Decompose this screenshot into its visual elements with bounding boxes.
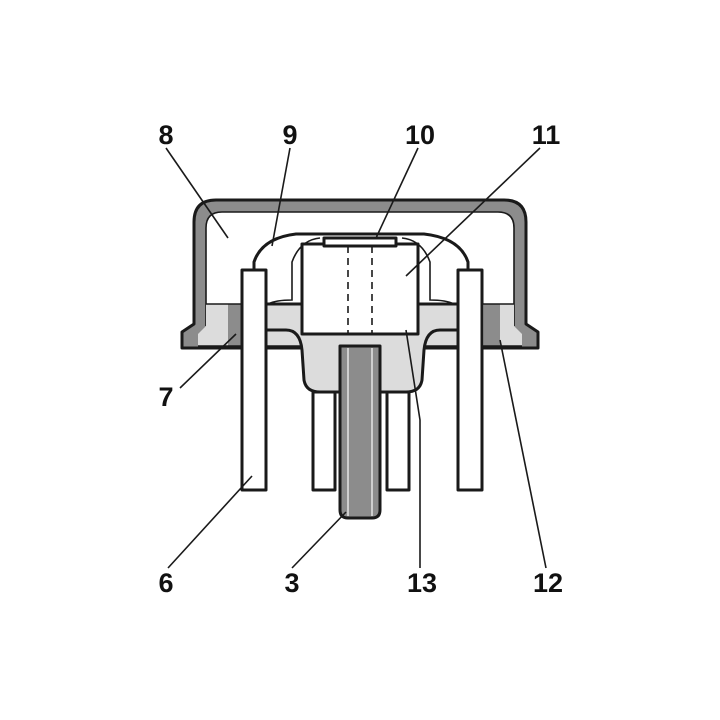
dome-cap-shoulder-left: [267, 237, 321, 305]
flange-dark-insert-left: [228, 304, 244, 346]
outer-pin-left: [240, 268, 268, 492]
leader-10: [375, 147, 419, 239]
leader-lines: [165, 147, 547, 569]
lower-pin-left: [311, 390, 337, 492]
callout-6: 6: [158, 568, 173, 598]
leader-13: [405, 329, 421, 568]
cover-shell-inner-edge: [205, 211, 515, 326]
dome-cap-shoulder-right: [401, 237, 455, 305]
outer-pin-right: [456, 268, 484, 492]
leader-3: [291, 511, 347, 569]
lower-pin-right: [385, 390, 411, 492]
leader-7: [179, 333, 237, 389]
flange-dark-insert-right: [484, 304, 500, 346]
callout-12: 12: [533, 568, 563, 598]
leader-12: [499, 339, 547, 569]
callout-11: 11: [532, 120, 561, 150]
callout-9: 9: [282, 120, 297, 150]
callout-8: 8: [158, 120, 173, 150]
callout-10: 10: [405, 120, 435, 150]
leader-11: [405, 147, 541, 277]
callout-3: 3: [284, 568, 299, 598]
outer-pins: [240, 268, 484, 492]
leader-8: [165, 147, 229, 239]
center-pin-body: [338, 344, 382, 520]
inner-block: [300, 236, 420, 336]
callout-7: 7: [158, 382, 173, 412]
inner-block-body: [300, 242, 420, 336]
callout-labels: 8 9 10 11 7 6 3 13 12: [158, 120, 563, 598]
callout-13: 13: [407, 568, 437, 598]
leader-9: [271, 147, 291, 247]
center-pin: [338, 344, 382, 520]
top-plate: [322, 236, 398, 248]
leader-6: [167, 475, 253, 569]
